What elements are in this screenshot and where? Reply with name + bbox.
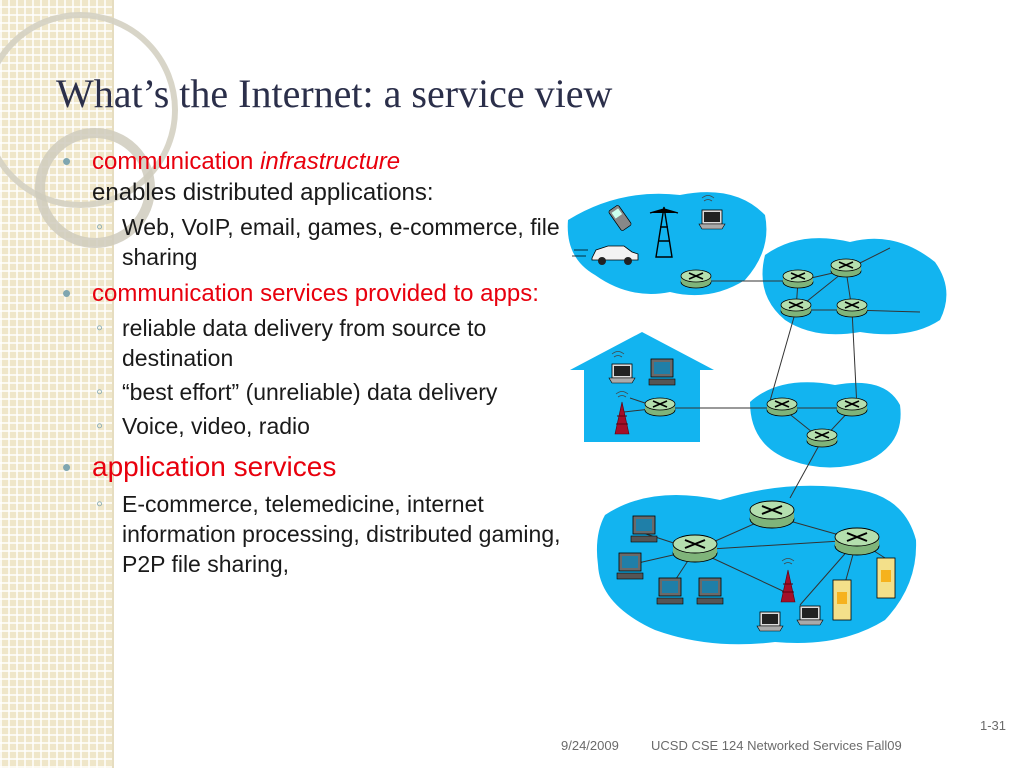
slide-title: What’s the Internet: a service view bbox=[56, 71, 613, 116]
desktop-computer-icon bbox=[630, 515, 658, 543]
footer-date: 9/24/2009 bbox=[561, 738, 619, 753]
sub-bullet-app-examples: E-commerce, telemedicine, internet infor… bbox=[92, 489, 562, 579]
laptop-icon bbox=[698, 209, 726, 230]
mobile-network-cloud bbox=[567, 192, 767, 296]
bullet-infrastructure-lead: communication bbox=[92, 148, 261, 175]
router-icon bbox=[780, 298, 812, 318]
bullet-infrastructure-rest: enables distributed applications: bbox=[92, 179, 434, 206]
router-icon bbox=[834, 527, 880, 556]
router-icon bbox=[836, 397, 868, 417]
bullet-communication-services: communication services provided to apps: bbox=[62, 278, 562, 309]
server-icon bbox=[832, 579, 852, 621]
bullet-infrastructure: communication infrastructure enables dis… bbox=[62, 146, 562, 208]
laptop-icon bbox=[796, 605, 824, 626]
desktop-computer-icon bbox=[696, 577, 724, 605]
house-icon bbox=[570, 332, 714, 442]
footer-page-number: 1-31 bbox=[979, 718, 1006, 733]
laptop-icon bbox=[756, 611, 784, 632]
network-diagram bbox=[567, 192, 947, 645]
bullet-infrastructure-italic: infrastructure bbox=[260, 148, 401, 175]
router-icon bbox=[672, 534, 718, 563]
car-icon bbox=[572, 245, 639, 265]
router-icon bbox=[836, 298, 868, 318]
desktop-computer-icon bbox=[648, 358, 676, 386]
sub-bullet-media: Voice, video, radio bbox=[92, 411, 562, 441]
router-icon bbox=[782, 269, 814, 289]
sub-bullet-best-effort: “best effort” (unreliable) data delivery bbox=[92, 377, 562, 407]
bullet-list: communication infrastructure enables dis… bbox=[62, 140, 562, 579]
sub-bullet-reliable: reliable data delivery from source to de… bbox=[92, 313, 562, 373]
router-icon bbox=[830, 258, 862, 278]
desktop-computer-icon bbox=[656, 577, 684, 605]
cell-phone-icon bbox=[608, 205, 632, 231]
desktop-computer-icon bbox=[616, 552, 644, 580]
router-icon bbox=[806, 428, 838, 448]
router-icon bbox=[680, 269, 712, 289]
laptop-icon bbox=[608, 363, 636, 384]
sub-bullet-applications: Web, VoIP, email, games, e-commerce, fil… bbox=[92, 212, 562, 272]
bullet-application-services: application services bbox=[62, 449, 562, 485]
router-icon bbox=[644, 397, 676, 417]
server-icon bbox=[876, 557, 896, 599]
national-isp-cloud bbox=[750, 382, 901, 468]
router-icon bbox=[749, 500, 795, 529]
router-icon bbox=[766, 397, 798, 417]
footer-course: UCSD CSE 124 Networked Services Fall09 bbox=[651, 738, 902, 753]
cell-tower-icon bbox=[649, 206, 679, 258]
